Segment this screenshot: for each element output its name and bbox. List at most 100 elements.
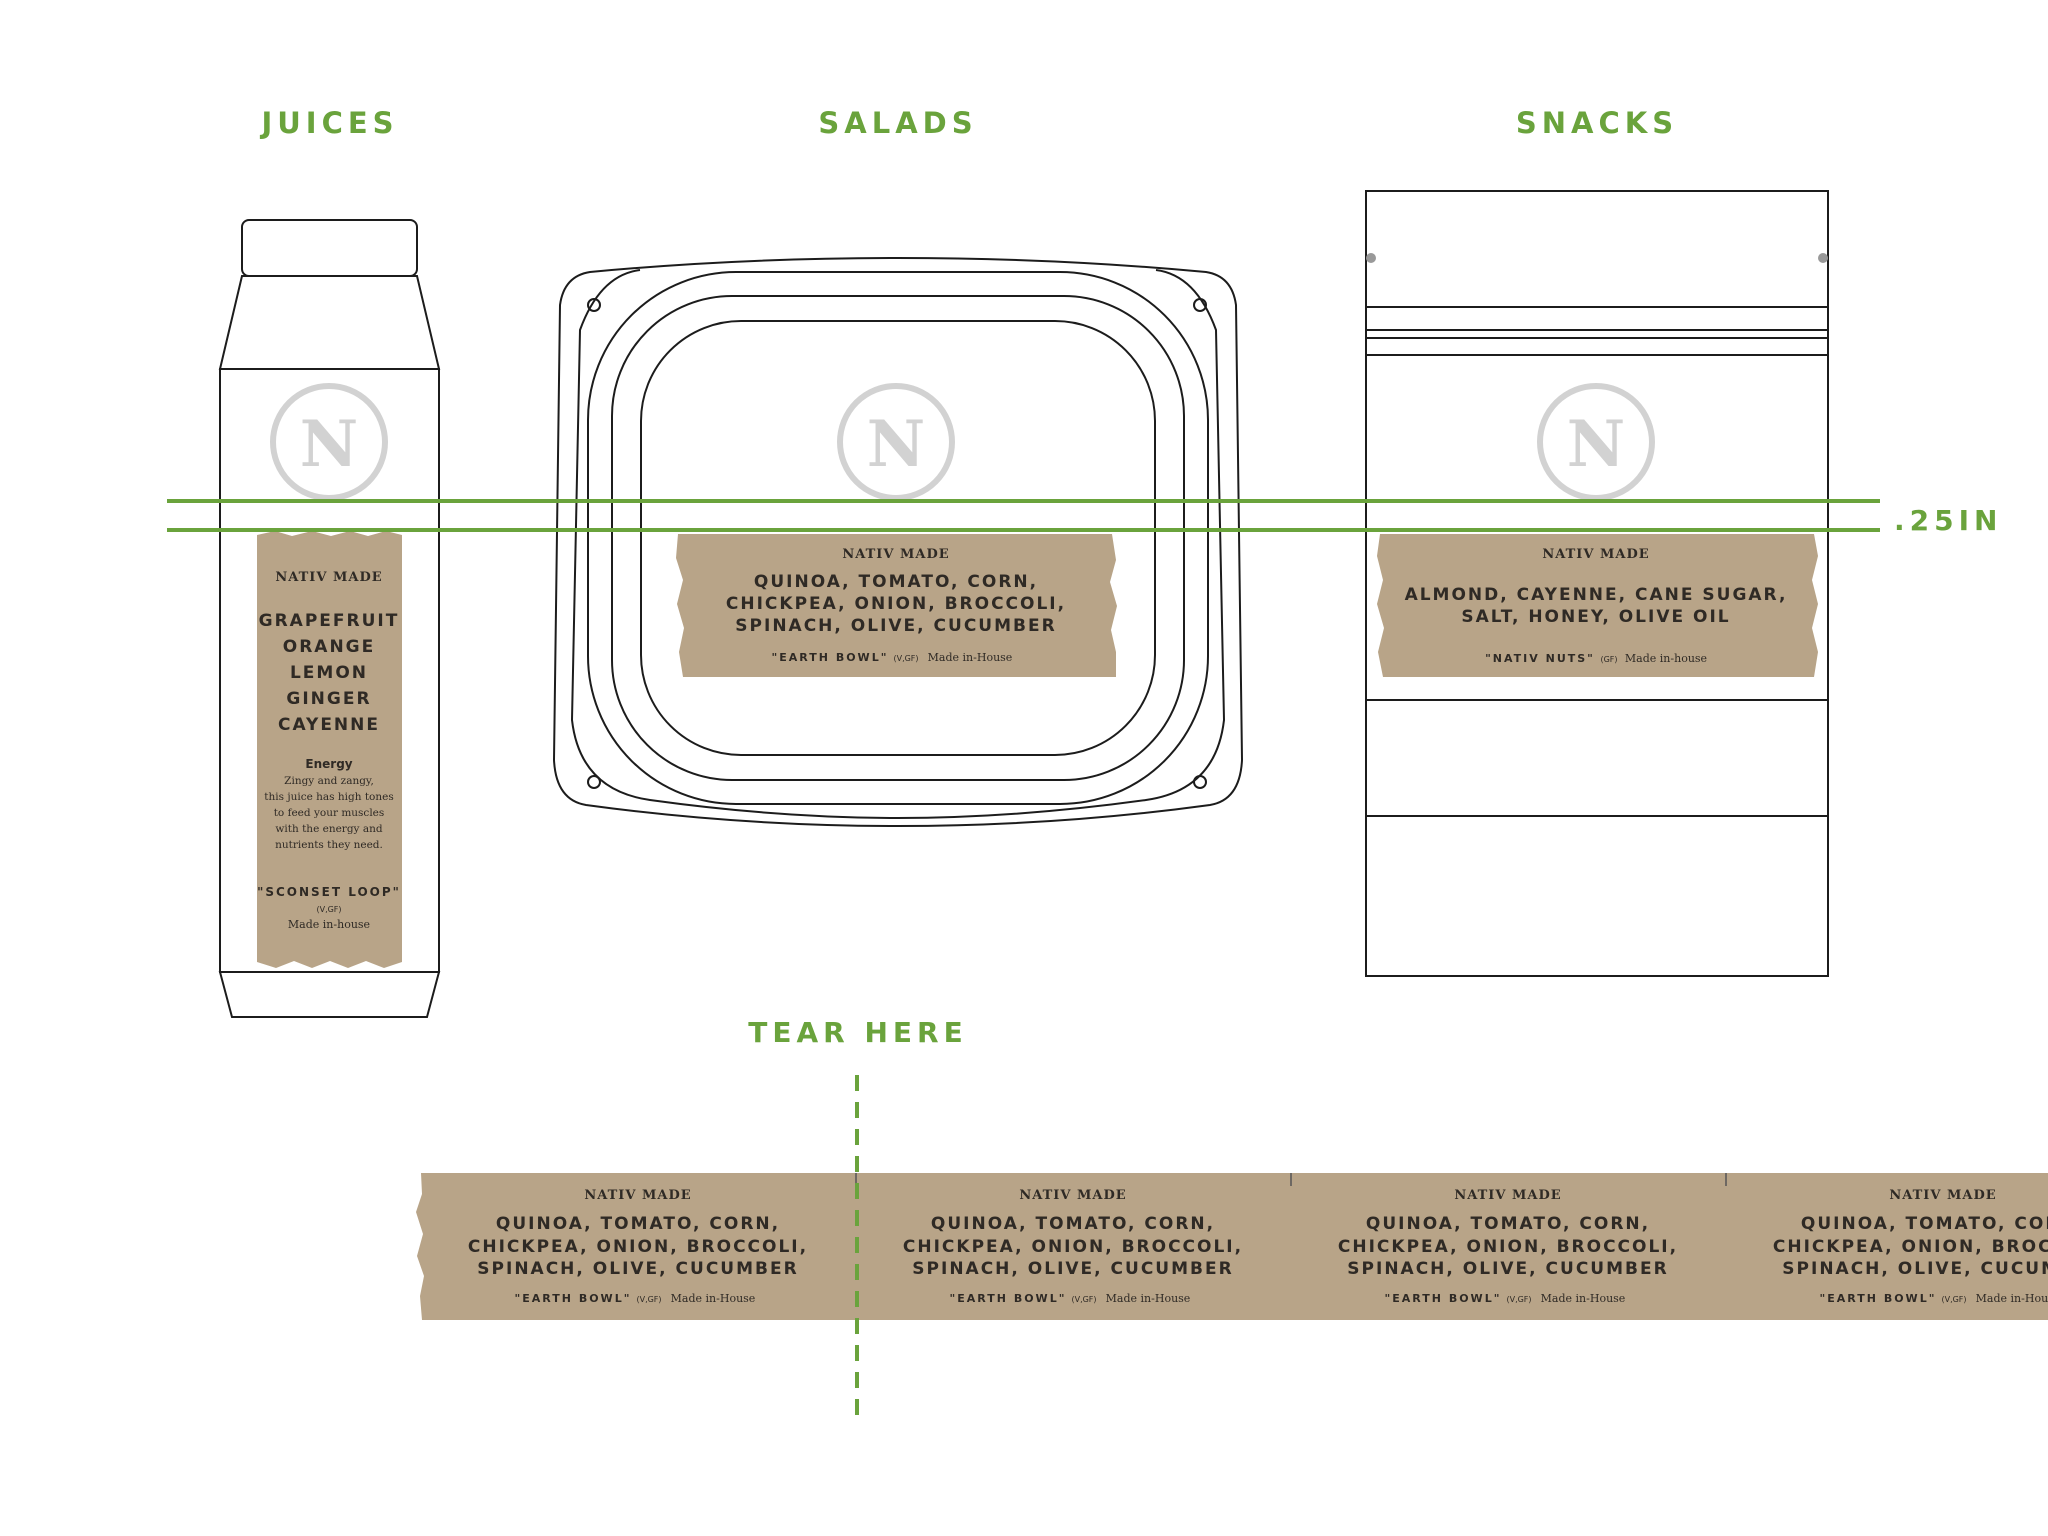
- snack-label: NATIV MADE ALMOND, CAYENNE, CANE SUGAR, …: [1377, 534, 1818, 677]
- snack-product-name: "NATIV NUTS": [1485, 652, 1595, 665]
- strip-ingredient-line: CHICKPEA, ONION, BROCCOLI,: [1773, 1237, 2048, 1257]
- snack-tags: (GF): [1600, 655, 1617, 664]
- strip-label-1: NATIV MADE QUINOA, TOMATO, CORN, CHICKPE…: [468, 1188, 808, 1305]
- juice-ingredient: CAYENNE: [278, 715, 380, 735]
- strip-ingredient-line: QUINOA, TOMATO, CORN,: [1366, 1214, 1650, 1234]
- strip-brand: NATIV MADE: [1889, 1188, 1996, 1203]
- salad-inner-rim-1: [587, 271, 1209, 805]
- header-juices: JUICES: [259, 106, 398, 140]
- strip-tags: (V,GF): [1506, 1295, 1531, 1304]
- salad-corner-hole: [587, 775, 601, 789]
- salad-inner-rim-2: [611, 295, 1185, 781]
- strip-ingredient-line: CHICKPEA, ONION, BROCCOLI,: [468, 1237, 808, 1257]
- juice-ingredient: GRAPEFRUIT: [259, 611, 400, 631]
- salad-outer-rim: [552, 256, 1244, 828]
- label-strip: [416, 1173, 2048, 1320]
- juice-logo: N: [270, 383, 388, 501]
- header-snacks: SNACKS: [1516, 106, 1678, 140]
- salad-corner-hole: [1193, 775, 1207, 789]
- strip-made: Made in-House: [671, 1292, 756, 1305]
- juice-ingredient: ORANGE: [283, 637, 376, 657]
- strip-made: Made in-House: [1106, 1292, 1191, 1305]
- juice-description-line: with the energy and: [275, 823, 382, 835]
- strip-product-name: "EARTH BOWL": [1385, 1292, 1502, 1305]
- juice-description-line: this juice has high tones: [264, 791, 393, 803]
- strip-tags: (V,GF): [1071, 1295, 1096, 1304]
- nativ-n-logo-icon: [1537, 383, 1655, 501]
- juice-product-name: "SCONSET LOOP": [257, 885, 401, 899]
- strip-made: Made in-House: [1541, 1292, 1626, 1305]
- snack-logo: N: [1537, 383, 1655, 501]
- logo-letter: N: [867, 407, 926, 482]
- salad-brand: NATIV MADE: [842, 547, 949, 562]
- logo-letter: N: [1567, 407, 1626, 482]
- strip-ingredient-line: QUINOA, TOMATO, CORN,: [496, 1214, 780, 1234]
- strip-tags: (V,GF): [1941, 1295, 1966, 1304]
- salad-label-paper: [676, 534, 1117, 677]
- strip-brand: NATIV MADE: [584, 1188, 691, 1203]
- snack-ingredient-line: ALMOND, CAYENNE, CANE SUGAR,: [1405, 585, 1788, 605]
- strip-label-3: NATIV MADE QUINOA, TOMATO, CORN, CHICKPE…: [1338, 1188, 1678, 1305]
- juice-tags: (V,GF): [316, 905, 341, 914]
- salad-label: NATIV MADE QUINOA, TOMATO, CORN, CHICKPE…: [676, 534, 1117, 677]
- salad-logo: N: [837, 383, 955, 501]
- juice-description-line: nutrients they need.: [275, 839, 383, 851]
- nativ-n-logo-icon: [837, 383, 955, 501]
- snack-brand: NATIV MADE: [1542, 547, 1649, 562]
- snack-bag: [1365, 190, 1829, 977]
- juice-base: [218, 971, 441, 1018]
- juice-ingredient: LEMON: [290, 663, 368, 683]
- salad-inner-tray: [640, 320, 1156, 756]
- salad-container: [552, 256, 1244, 828]
- juice-label-paper: [257, 531, 402, 968]
- strip-product-name: "EARTH BOWL": [1820, 1292, 1937, 1305]
- juice-brand: NATIV MADE: [275, 570, 382, 585]
- header-salads: SALADS: [818, 106, 977, 140]
- strip-product-name: "EARTH BOWL": [515, 1292, 632, 1305]
- strip-ingredient-line: CHICKPEA, ONION, BROCCOLI,: [903, 1237, 1243, 1257]
- strip-ingredient-line: QUINOA, TOMATO, CORN,: [1801, 1214, 2048, 1234]
- strip-product-name: "EARTH BOWL": [950, 1292, 1067, 1305]
- salad-ingredient-line: SPINACH, OLIVE, CUCUMBER: [735, 616, 1056, 636]
- strip-brand: NATIV MADE: [1454, 1188, 1561, 1203]
- juice-shoulder: [218, 275, 441, 370]
- salad-product-name: "EARTH BOWL": [772, 651, 889, 664]
- strip-label-4: NATIV MADE QUINOA, TOMATO, CORN, CHICKPE…: [1773, 1188, 2048, 1305]
- strip-made: Made in-House: [1976, 1292, 2048, 1305]
- juice-description-line: Zingy and zangy,: [284, 775, 374, 787]
- tear-here-label: TEAR HERE: [748, 1016, 967, 1049]
- salad-ingredient-line: CHICKPEA, ONION, BROCCOLI,: [726, 594, 1066, 614]
- juice-benefit-title: Energy: [305, 757, 352, 771]
- salad-ingredient-line: QUINOA, TOMATO, CORN,: [754, 572, 1038, 592]
- strip-ingredient-line: SPINACH, OLIVE, CUCUMBER: [477, 1259, 798, 1279]
- strip-ingredient-line: SPINACH, OLIVE, CUCUMBER: [912, 1259, 1233, 1279]
- strip-label-2: NATIV MADE QUINOA, TOMATO, CORN, CHICKPE…: [903, 1188, 1243, 1305]
- juice-ingredient: GINGER: [286, 689, 371, 709]
- strip-tags: (V,GF): [636, 1295, 661, 1304]
- snack-ingredient-line: SALT, HONEY, OLIVE OIL: [1461, 607, 1730, 627]
- strip-ingredient-line: SPINACH, OLIVE, CUCUMBER: [1782, 1259, 2048, 1279]
- strip-ingredient-line: CHICKPEA, ONION, BROCCOLI,: [1338, 1237, 1678, 1257]
- salad-corner-hole: [587, 298, 601, 312]
- snack-bag-outline: [1365, 190, 1829, 977]
- salad-corner-hole: [1193, 298, 1207, 312]
- juice-cap: [241, 219, 418, 277]
- salad-tags: (V,GF): [893, 654, 918, 663]
- snack-label-paper: [1377, 534, 1818, 677]
- juice-description-line: to feed your muscles: [274, 807, 385, 819]
- strip-brand: NATIV MADE: [1019, 1188, 1126, 1203]
- snack-made: Made in-house: [1625, 652, 1707, 665]
- logo-letter: N: [300, 407, 359, 482]
- juice-made: Made in-house: [288, 918, 370, 931]
- nativ-n-logo-icon: [270, 383, 388, 501]
- juice-label: NATIV MADE GRAPEFRUIT ORANGE LEMON GINGE…: [257, 531, 402, 968]
- juice-bottle: [218, 219, 441, 1018]
- snack-tear-notch: [1366, 253, 1376, 263]
- salad-rim-line-1: [570, 269, 1226, 820]
- strip-ingredient-line: QUINOA, TOMATO, CORN,: [931, 1214, 1215, 1234]
- snack-tear-notch: [1818, 253, 1828, 263]
- salad-made: Made in-House: [928, 651, 1013, 664]
- strip-ingredient-line: SPINACH, OLIVE, CUCUMBER: [1347, 1259, 1668, 1279]
- measure-label: .25IN: [1894, 504, 2002, 537]
